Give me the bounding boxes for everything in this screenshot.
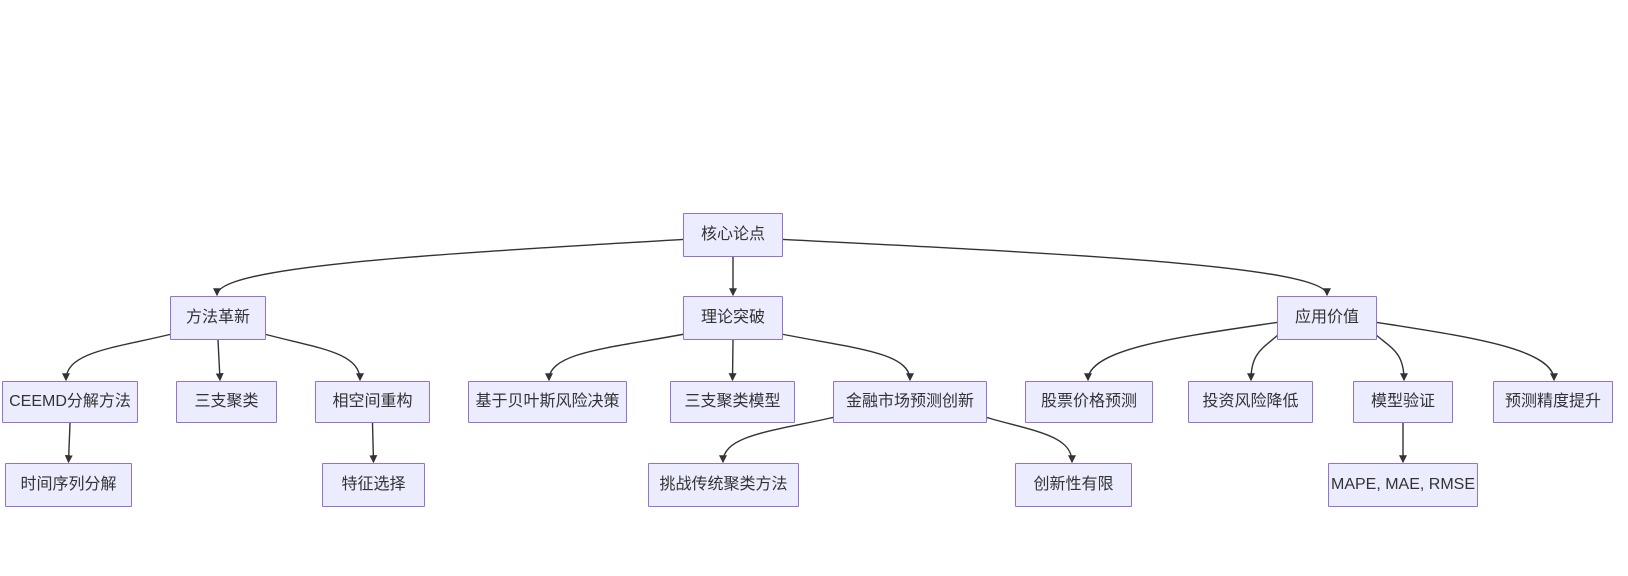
node-method-innovation: 方法革新 xyxy=(170,296,266,340)
node-investment-risk-reduction: 投资风险降低 xyxy=(1188,381,1313,423)
node-label: MAPE, MAE, RMSE xyxy=(1330,476,1476,494)
node-label: 股票价格预测 xyxy=(1040,393,1137,411)
edge-theoretical-breakthrough-to-bayesian-risk-decision xyxy=(545,333,686,382)
node-three-way-clustering-model: 三支聚类模型 xyxy=(670,381,795,423)
node-application-value: 应用价值 xyxy=(1277,296,1377,340)
node-limited-innovation: 创新性有限 xyxy=(1015,463,1132,507)
node-label: 金融市场预测创新 xyxy=(845,393,974,411)
edge-ceemd-decomposition-to-time-series-decomposition xyxy=(64,422,73,464)
edge-application-value-to-stock-price-prediction xyxy=(1084,321,1278,382)
node-bayesian-risk-decision: 基于贝叶斯风险决策 xyxy=(468,381,627,423)
edge-method-innovation-to-ceemd-decomposition xyxy=(62,333,173,382)
edges-group xyxy=(62,238,1558,464)
node-label: 方法革新 xyxy=(185,309,250,327)
node-label: 投资风险降低 xyxy=(1202,393,1299,411)
node-forecast-accuracy-improvement: 预测精度提升 xyxy=(1493,381,1613,423)
edge-theoretical-breakthrough-to-three-way-clustering-model xyxy=(728,339,737,382)
node-label: 三支聚类模型 xyxy=(684,393,781,411)
edge-core-thesis-to-application-value xyxy=(782,238,1331,297)
node-model-validation: 模型验证 xyxy=(1353,381,1453,423)
edge-application-value-to-model-validation xyxy=(1374,333,1408,382)
node-label: 预测精度提升 xyxy=(1504,393,1601,411)
node-feature-selection: 特征选择 xyxy=(322,463,425,507)
node-core-thesis: 核心论点 xyxy=(683,213,783,257)
node-label: 核心论点 xyxy=(700,226,765,244)
node-label: CEEMD分解方法 xyxy=(9,393,131,411)
node-ceemd-decomposition: CEEMD分解方法 xyxy=(2,381,138,423)
edge-application-value-to-investment-risk-reduction xyxy=(1247,333,1280,382)
node-label: 模型验证 xyxy=(1370,393,1435,411)
edge-financial-market-forecast-innovation-to-challenge-traditional-clustering xyxy=(719,416,836,464)
edge-theoretical-breakthrough-to-financial-market-forecast-innovation xyxy=(780,333,914,382)
node-label: 时间序列分解 xyxy=(20,476,117,494)
node-time-series-decomposition: 时间序列分解 xyxy=(5,463,132,507)
node-three-way-clustering: 三支聚类 xyxy=(176,381,277,423)
node-label: 应用价值 xyxy=(1294,309,1359,327)
node-label: 理论突破 xyxy=(700,309,765,327)
edge-core-thesis-to-method-innovation xyxy=(213,238,684,297)
node-label: 创新性有限 xyxy=(1033,476,1114,494)
node-label: 挑战传统聚类方法 xyxy=(659,476,788,494)
edge-method-innovation-to-phase-space-reconstruction xyxy=(263,333,364,382)
edge-application-value-to-forecast-accuracy-improvement xyxy=(1376,321,1558,382)
node-label: 特征选择 xyxy=(341,476,406,494)
node-label: 相空间重构 xyxy=(332,393,413,411)
node-label: 三支聚类 xyxy=(194,393,259,411)
edge-method-innovation-to-three-way-clustering xyxy=(215,339,224,382)
node-challenge-traditional-clustering: 挑战传统聚类方法 xyxy=(648,463,799,507)
edge-financial-market-forecast-innovation-to-limited-innovation xyxy=(984,416,1076,464)
node-evaluation-metrics: MAPE, MAE, RMSE xyxy=(1328,463,1478,507)
node-financial-market-forecast-innovation: 金融市场预测创新 xyxy=(833,381,987,423)
node-label: 基于贝叶斯风险决策 xyxy=(475,393,620,411)
node-theoretical-breakthrough: 理论突破 xyxy=(683,296,783,340)
node-phase-space-reconstruction: 相空间重构 xyxy=(315,381,430,423)
node-stock-price-prediction: 股票价格预测 xyxy=(1025,381,1153,423)
edge-phase-space-reconstruction-to-feature-selection xyxy=(369,422,378,464)
